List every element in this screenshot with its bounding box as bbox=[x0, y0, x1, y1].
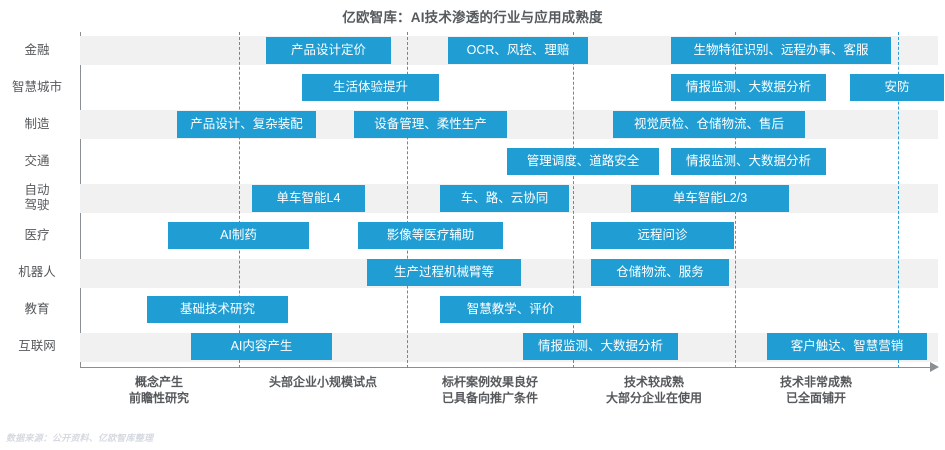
stage-caption-line: 头部企业小规模试点 bbox=[268, 375, 377, 389]
application-bar[interactable]: 基础技术研究 bbox=[147, 296, 288, 324]
stage-caption-4: 技术较成熟大部分企业在使用 bbox=[564, 374, 744, 406]
stage-caption-5: 技术非常成熟已全面铺开 bbox=[726, 374, 906, 406]
stage-gridline-5 bbox=[898, 32, 899, 368]
application-bar[interactable]: 产品设计、复杂装配 bbox=[177, 110, 316, 138]
application-bar[interactable]: 安防 bbox=[850, 73, 944, 101]
application-bar[interactable]: AI制药 bbox=[168, 222, 309, 249]
industry-label-2: 智慧城市 bbox=[0, 80, 74, 95]
application-bar[interactable]: 远程问诊 bbox=[591, 222, 734, 249]
stage-caption-line: 前瞻性研究 bbox=[128, 391, 189, 405]
industry-label-line: 驾驶 bbox=[24, 198, 50, 213]
industry-label-line: 机器人 bbox=[18, 265, 56, 280]
application-bar[interactable]: 生产过程机械臂等 bbox=[367, 259, 521, 287]
application-bar[interactable]: 情报监测、大数据分析 bbox=[523, 333, 678, 361]
industry-label-line: 智慧城市 bbox=[11, 79, 62, 94]
application-bar[interactable]: AI内容产生 bbox=[191, 333, 332, 361]
application-bar[interactable]: 生物特征识别、远程办事、客服 bbox=[671, 36, 891, 64]
industry-label-9: 互联网 bbox=[0, 339, 74, 354]
application-bar[interactable]: 单车智能L4 bbox=[252, 184, 365, 212]
stage-caption-line: 已具备向推广条件 bbox=[441, 391, 538, 405]
source-note: 数据来源：公开资料、亿欧智库整理 bbox=[6, 433, 154, 443]
application-bar[interactable]: 产品设计定价 bbox=[266, 36, 391, 64]
application-bar[interactable]: 车、路、云协同 bbox=[440, 184, 569, 212]
industry-label-line: 互联网 bbox=[18, 339, 56, 354]
application-bar[interactable]: 设备管理、柔性生产 bbox=[354, 110, 507, 138]
stage-gridline-3 bbox=[573, 32, 574, 368]
stage-caption-line: 大部分企业在使用 bbox=[605, 391, 702, 405]
industry-label-line: 自动 bbox=[24, 183, 50, 198]
industry-label-6: 医疗 bbox=[0, 228, 74, 243]
industry-label-4: 交通 bbox=[0, 154, 74, 169]
industry-label-1: 金融 bbox=[0, 43, 74, 58]
application-bar[interactable]: 管理调度、道路安全 bbox=[507, 147, 659, 175]
industry-label-line: 制造 bbox=[24, 116, 50, 131]
application-bar[interactable]: 视觉质检、仓储物流、售后 bbox=[613, 110, 805, 138]
stage-gridline-1 bbox=[239, 32, 240, 368]
application-bar[interactable]: 情报监测、大数据分析 bbox=[671, 73, 826, 101]
stage-caption-line: 标杆案例效果良好 bbox=[441, 375, 538, 389]
stage-caption-line: 技术非常成熟 bbox=[779, 375, 852, 389]
stage-caption-3: 标杆案例效果良好已具备向推广条件 bbox=[400, 374, 580, 406]
application-bar[interactable]: 单车智能L2/3 bbox=[631, 184, 789, 212]
industry-label-line: 金融 bbox=[24, 42, 50, 57]
stage-caption-1: 概念产生前瞻性研究 bbox=[69, 374, 249, 406]
industry-label-8: 教育 bbox=[0, 302, 74, 317]
industry-label-7: 机器人 bbox=[0, 265, 74, 280]
x-axis-line bbox=[80, 367, 932, 368]
stage-caption-line: 已全面铺开 bbox=[785, 391, 846, 405]
stage-caption-2: 头部企业小规模试点 bbox=[233, 374, 413, 390]
stage-caption-line: 概念产生 bbox=[134, 375, 183, 389]
industry-label-line: 医疗 bbox=[24, 228, 50, 242]
industry-label-3: 制造 bbox=[0, 117, 74, 132]
application-bar[interactable]: 客户触达、智慧营销 bbox=[767, 333, 927, 361]
application-bar[interactable]: 情报监测、大数据分析 bbox=[671, 147, 826, 175]
industry-label-line: 交通 bbox=[24, 153, 50, 168]
x-axis-arrow-icon bbox=[930, 362, 939, 372]
application-bar[interactable]: 影像等医疗辅助 bbox=[358, 222, 503, 249]
stage-gridline-2 bbox=[407, 32, 408, 368]
application-bar[interactable]: 仓储物流、服务 bbox=[591, 259, 729, 287]
industry-label-5: 自动驾驶 bbox=[0, 183, 74, 213]
stage-caption-line: 技术较成熟 bbox=[623, 375, 684, 389]
application-bar[interactable]: 智慧教学、评价 bbox=[440, 296, 581, 324]
application-bar[interactable]: OCR、风控、理赔 bbox=[448, 36, 588, 64]
page-title: 亿欧智库：AI技术渗透的行业与应用成熟度 bbox=[342, 10, 603, 25]
application-bar[interactable]: 生活体验提升 bbox=[302, 73, 439, 101]
industry-label-line: 教育 bbox=[24, 302, 50, 317]
